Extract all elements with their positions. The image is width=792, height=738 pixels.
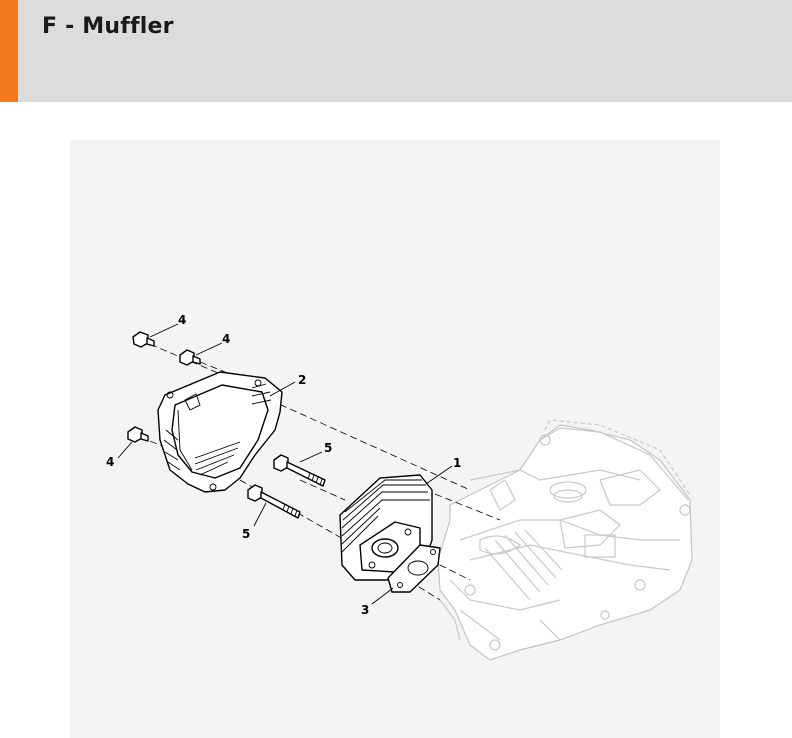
engine-block-drawing xyxy=(437,419,693,661)
accent-stripe xyxy=(0,0,18,102)
callout-4-lower: 4 xyxy=(106,455,114,469)
leader-lines xyxy=(117,323,453,605)
screw-part-4-top xyxy=(132,331,155,348)
callout-4-middle: 4 xyxy=(222,332,230,346)
page-title: F - Muffler xyxy=(42,14,174,39)
bolt-part-5-upper xyxy=(273,454,326,487)
callout-2: 2 xyxy=(298,373,306,387)
bolt-part-5-lower xyxy=(247,484,301,519)
callout-3: 3 xyxy=(361,603,369,617)
muffler-shield xyxy=(157,371,283,493)
callout-5-upper: 5 xyxy=(324,441,332,455)
header-bar: F - Muffler xyxy=(0,0,792,102)
callout-4-top: 4 xyxy=(178,313,186,327)
screw-part-4-middle xyxy=(179,349,201,366)
callout-1: 1 xyxy=(453,456,461,470)
muffler-gasket xyxy=(387,544,441,593)
screw-part-4-lower xyxy=(127,426,149,443)
muffler-body xyxy=(339,474,433,581)
callout-5-lower: 5 xyxy=(242,527,250,541)
